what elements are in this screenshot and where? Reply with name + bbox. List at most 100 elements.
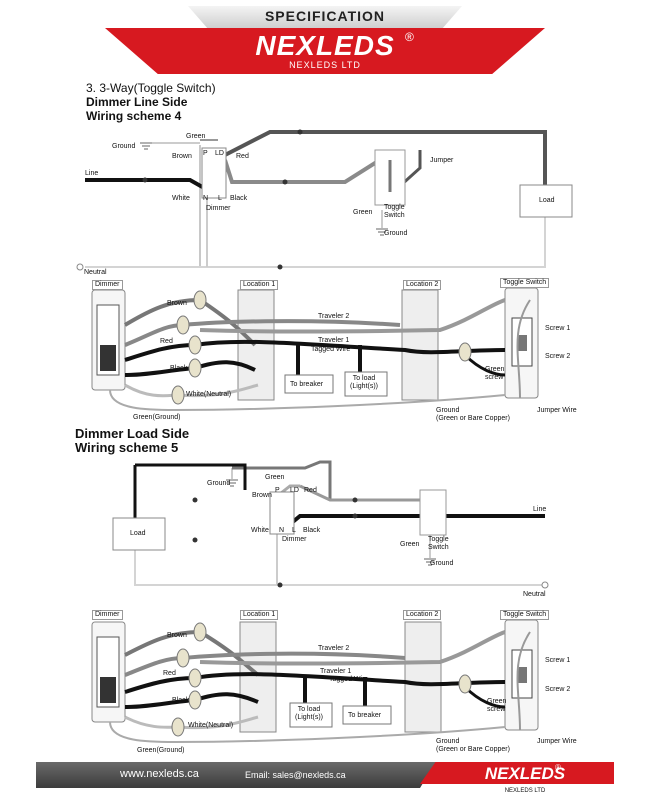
node [277,264,283,270]
label-red: Red [304,487,317,494]
label-brown: Brown [167,300,187,307]
label-brown: Brown [252,492,272,499]
schematic-5-wires [133,460,545,586]
wire-nut [188,335,202,355]
ground-symbol-left [140,142,152,150]
schematic-4-wires [85,130,547,268]
email-link[interactable]: Email: sales@nexleds.ca [245,770,346,780]
company-name: NEXLEDS LTD [289,60,361,70]
label-load: Load [539,197,555,204]
label-n: N [279,527,285,534]
label-black: Black [170,365,188,372]
neutral-terminal [76,263,84,271]
label-location-2: Location 2 [403,610,442,620]
label-traveler-1: Traveler 1 [318,337,350,344]
label-traveler-2: Traveler 2 [318,645,350,652]
label-black: Black [303,527,321,534]
label-location-1: Location 1 [240,610,279,620]
label-to-breaker: To breaker [290,381,324,388]
label-jumper-wire: Jumper Wire [537,738,577,745]
toggle-switch-box-5 [419,489,447,536]
label-toggle-switch: Toggle Switch [428,536,449,551]
label-ld: LD [215,150,224,157]
label-ground: Ground (Green or Bare Copper) [436,738,510,753]
label-toggle-switch: Toggle Switch [500,278,550,288]
footer-bar [36,762,436,788]
location-2-box-5 [404,621,442,733]
label-ld: LD [290,487,299,494]
label-green-screw: Green screw [485,366,505,381]
label-brown: Brown [167,632,187,639]
header-banner [105,28,545,74]
wiring-5-illustration [91,619,539,744]
footer-logo-banner [420,762,614,784]
label-tagged-wire: Tagged Wire [311,346,351,353]
label-to-breaker: To breaker [348,712,382,719]
registered-mark: ® [405,30,414,44]
label-white: White [172,195,190,202]
brand-logo: NEXLEDS [255,30,395,61]
label-black: Black [230,195,248,202]
label-ground-right: Ground [430,560,454,567]
ground-symbol-right-5 [424,558,436,566]
scheme-title: Wiring scheme 4 [86,109,182,123]
specification-title: SPECIFICATION [264,8,386,24]
wiring-4-illustration [91,287,539,412]
label-green-ground: Green(Ground) [137,747,185,754]
schematic-5-nodes [192,497,549,589]
label-p: P [203,150,208,157]
label-traveler-2: Traveler 2 [318,313,350,320]
label-brown: Brown [172,153,192,160]
label-dimmer: Dimmer [206,205,231,212]
label-location-2: Location 2 [403,280,442,290]
label-toggle-switch: Toggle Switch [500,610,550,620]
label-tagged-wire: Tagged Wire [329,676,369,683]
load-box-5 [112,517,166,551]
label-screw-2: Screw 2 [545,686,571,693]
scheme-5-title: Wiring scheme 5 [75,440,179,455]
label-red: Red [236,153,249,160]
footer-registered-mark: ® [555,763,561,772]
label-neutral: Neutral [84,269,107,276]
location-1-box [237,289,275,401]
label-white-neutral: White(Neutral) [188,722,234,729]
label-ground-right: Ground [384,230,408,237]
wire-nut [458,342,472,362]
label-jumper-wire: Jumper Wire [537,407,577,414]
label-dimmer: Dimmer [282,536,307,543]
website-link[interactable]: www.nexleds.ca [120,768,199,780]
schematic-4-nodes [76,129,303,271]
label-ground: Ground [112,143,136,150]
label-location-1: Location 1 [240,280,279,290]
location-1-box-5 [239,621,277,733]
label-screw-2: Screw 2 [545,353,571,360]
label-l: L [292,527,296,534]
to-load-box-5 [289,702,333,728]
label-to-load: To load (Light(s)) [295,706,324,721]
ground-symbol-left-5 [226,479,238,487]
label-white-neutral: White(Neutral) [186,391,232,398]
label-screw-1: Screw 1 [545,325,571,332]
label-green-ground: Green(Ground) [133,414,181,421]
node [142,177,148,183]
label-green-screw: Green screw [487,698,507,713]
label-red: Red [160,338,173,345]
wire-nut [188,358,202,378]
label-p: P [275,487,280,494]
load-box [519,184,573,218]
label-red: Red [163,670,176,677]
load-side-title: Dimmer Load Side [75,426,190,441]
wire-nut [176,315,190,335]
section-title: 3. 3-Way(Toggle Switch) [86,81,216,95]
dimmer-box-5 [269,491,295,535]
footer-brand-logo: NEXLEDS [484,764,566,783]
label-toggle-switch: Toggle Switch [384,204,405,219]
label-to-load: To load (Light(s)) [350,375,379,390]
label-green: Green [186,133,206,140]
label-load: Load [130,530,146,537]
node [282,179,288,185]
label-ground: Ground (Green or Bare Copper) [436,407,510,422]
label-traveler-1: Traveler 1 [320,668,352,675]
label-dimmer: Dimmer [92,610,123,620]
